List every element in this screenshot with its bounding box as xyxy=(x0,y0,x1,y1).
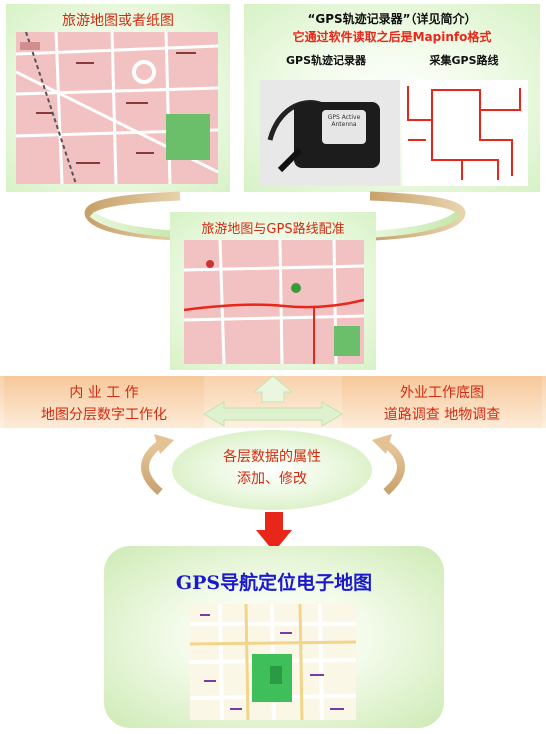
electronic-map-title: GPS导航定位电子地图 xyxy=(175,572,373,594)
ellipse-line2: 添加、修改 xyxy=(237,471,307,487)
ellipse-curved-arrows xyxy=(141,434,405,496)
panel-map-registration: 旅游地图与GPS路线配准 xyxy=(170,212,376,370)
gps-device-label: GPS Active Antenna xyxy=(327,114,361,128)
indoor-work-line2: 地图分层数字工作化 xyxy=(41,407,167,423)
panel-electronic-map: GPS导航定位电子地图 xyxy=(104,546,444,728)
field-work-box: 外业工作底图 道路调查 地物调查 xyxy=(342,376,542,428)
gps-recorder-subtitle: 它通过软件读取之后是Mapinfo格式 xyxy=(292,30,492,44)
paper-map-image xyxy=(16,32,218,184)
attribute-ellipse: 各层数据的属性 添加、修改 xyxy=(172,430,372,510)
gps-route-caption: 采集GPS路线 xyxy=(429,54,499,67)
cross-arrows xyxy=(203,375,343,427)
gps-device-photo: GPS Active Antenna xyxy=(260,80,400,186)
registration-map-image xyxy=(184,240,364,364)
paper-map-title: 旅游地图或者纸图 xyxy=(62,13,174,29)
registration-title: 旅游地图与GPS路线配准 xyxy=(201,222,345,237)
panel-paper-map: 旅游地图或者纸图 xyxy=(6,4,230,192)
gps-recorder-title: “GPS轨迹记录器”（详见简介） xyxy=(307,12,477,26)
indoor-work-line1: 内 业 工 作 xyxy=(69,385,139,401)
gps-route-photo xyxy=(402,80,528,186)
panel-gps-recorder: “GPS轨迹记录器”（详见简介） 它通过软件读取之后是Mapinfo格式 GPS… xyxy=(244,4,540,192)
ellipse-line1: 各层数据的属性 xyxy=(223,449,321,465)
gps-recorder-caption: GPS轨迹记录器 xyxy=(285,54,366,67)
field-work-line2: 道路调查 地物调查 xyxy=(383,407,501,423)
electronic-map-image xyxy=(190,604,356,720)
indoor-work-box: 内 业 工 作 地图分层数字工作化 xyxy=(4,376,204,428)
down-arrow-icon xyxy=(256,512,292,552)
field-work-line1: 外业工作底图 xyxy=(400,385,484,401)
